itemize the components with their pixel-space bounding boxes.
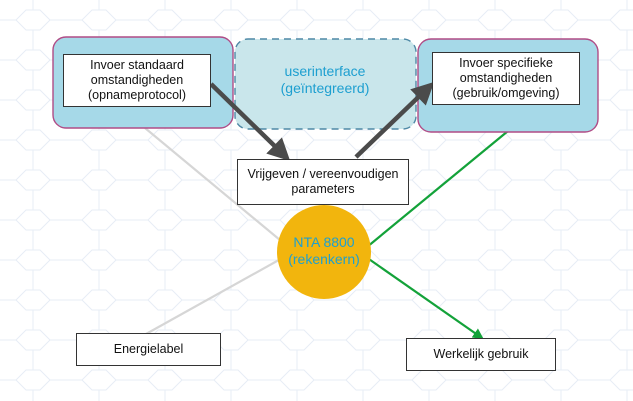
connector-core-to-actual-use	[365, 256, 484, 340]
input-specific-label: Invoer specifieke omstandigheden (gebrui…	[452, 55, 560, 101]
input-standard-label: Invoer standaard omstandigheden (opnamep…	[88, 57, 186, 103]
energy-label-box: Energielabel	[76, 333, 221, 366]
connector-left-top-to-core	[144, 127, 287, 246]
release-parameters-box: Vrijgeven / vereenvoudigen parameters	[237, 159, 409, 205]
arrow-standard-to-release	[209, 82, 291, 162]
actual-use-box: Werkelijk gebruik	[406, 338, 556, 371]
release-parameters-label: Vrijgeven / vereenvoudigen parameters	[247, 166, 399, 196]
input-standard-box: Invoer standaard omstandigheden (opnamep…	[63, 54, 211, 107]
arrow-release-to-specific	[354, 81, 435, 159]
energy-label-label: Energielabel	[113, 341, 184, 356]
calculation-core-circle	[277, 205, 371, 299]
connector-right-top-to-core	[366, 130, 509, 248]
user-interface-label: userinterface (geïntegreerd)	[280, 62, 370, 97]
connector-core-to-energylabel	[145, 255, 287, 335]
calculation-core-label-box: NTA 8800 (rekenkern)	[279, 229, 369, 273]
input-specific-box: Invoer specifieke omstandigheden (gebrui…	[432, 52, 580, 105]
user-interface-label-box: userinterface (geïntegreerd)	[250, 58, 400, 102]
calculation-core-label: NTA 8800 (rekenkern)	[288, 233, 360, 268]
actual-use-label: Werkelijk gebruik	[433, 346, 529, 361]
